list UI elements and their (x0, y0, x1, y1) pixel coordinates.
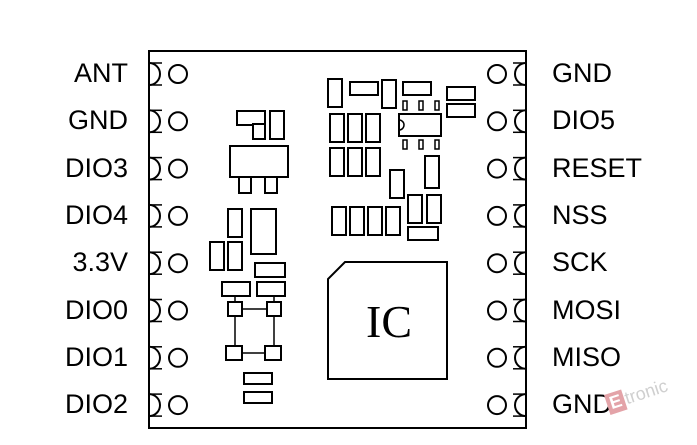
ic-label: IC (366, 296, 412, 347)
smd-component (236, 110, 266, 126)
oscillator-leads (398, 100, 440, 150)
left-pad-1 (148, 62, 188, 86)
smd-component (446, 103, 476, 118)
transistor-lead (238, 176, 252, 194)
smd-component (269, 110, 285, 140)
right-pad-3 (487, 156, 527, 181)
right-pin-label: MOSI (552, 294, 622, 325)
smd-component (402, 81, 432, 96)
right-pin-label: GND (552, 389, 612, 420)
smd-component (349, 81, 379, 96)
smd-component (365, 113, 381, 143)
left-pad-8 (148, 393, 188, 418)
smd-component (221, 281, 251, 297)
left-pad-4 (148, 203, 188, 228)
smd-component (243, 372, 273, 385)
right-pin-label: NSS (552, 199, 608, 230)
smd-component (227, 301, 243, 317)
trace-lines (234, 296, 275, 354)
right-pin-label: MISO (552, 341, 622, 372)
left-pad-3 (148, 156, 188, 181)
left-pad-7 (148, 345, 188, 370)
main-ic-chip (327, 261, 448, 380)
left-pin-label: DIO2 (64, 389, 128, 420)
smd-component (227, 241, 243, 271)
smd-component (227, 208, 243, 238)
left-pin-label: DIO0 (64, 294, 128, 325)
right-pad-2 (487, 109, 527, 134)
left-pin-label: GND (68, 105, 128, 136)
smd-component (367, 206, 383, 236)
smd-component (446, 86, 476, 101)
smd-component (264, 345, 282, 361)
right-pin-label: RESET (552, 152, 643, 183)
right-pad-6 (487, 298, 527, 323)
smd-component (407, 226, 439, 241)
right-pin-label: GND (552, 58, 612, 88)
oscillator-body (398, 113, 442, 137)
transistor-body (229, 145, 289, 178)
smd-component (347, 147, 363, 177)
left-pin-label: DIO1 (64, 341, 128, 372)
module-outline (148, 50, 527, 429)
left-pin-label: 3.3V (72, 247, 128, 278)
right-pad-5 (487, 251, 527, 276)
smd-component (349, 206, 365, 236)
smd-component (331, 206, 347, 236)
smd-component (347, 113, 363, 143)
right-pad-8 (487, 393, 527, 418)
left-pin-label: DIO3 (64, 152, 128, 183)
transistor-lead (264, 176, 278, 194)
smd-component (209, 241, 225, 271)
smd-component (252, 123, 266, 140)
smd-component (407, 194, 423, 224)
smd-component (389, 169, 405, 199)
component-cluster-right (327, 78, 476, 241)
smd-component (250, 208, 277, 255)
smd-component (243, 391, 273, 404)
left-pad-6 (148, 298, 188, 323)
right-pin-label: SCK (552, 247, 608, 278)
smd-component (329, 147, 345, 177)
component-cluster-left (209, 110, 289, 404)
right-pad-1 (487, 62, 527, 86)
smd-component (381, 79, 397, 109)
right-pad-column (487, 62, 527, 418)
right-pad-7 (487, 345, 527, 370)
left-pin-label: ANT (74, 58, 128, 88)
smd-component (329, 113, 345, 143)
right-pin-label: DIO5 (552, 105, 616, 136)
left-pin-label: DIO4 (64, 199, 128, 230)
smd-component (225, 345, 243, 361)
smd-component (256, 281, 286, 297)
smd-component (327, 78, 343, 108)
smd-component (365, 147, 381, 177)
smd-component (426, 194, 442, 224)
left-pad-2 (148, 109, 188, 134)
smd-component (424, 155, 440, 189)
smd-component (385, 206, 401, 236)
left-pad-column (148, 62, 188, 418)
smd-component (254, 262, 286, 278)
right-pad-4 (487, 203, 527, 228)
smd-component (266, 301, 282, 317)
left-pad-5 (148, 251, 188, 276)
